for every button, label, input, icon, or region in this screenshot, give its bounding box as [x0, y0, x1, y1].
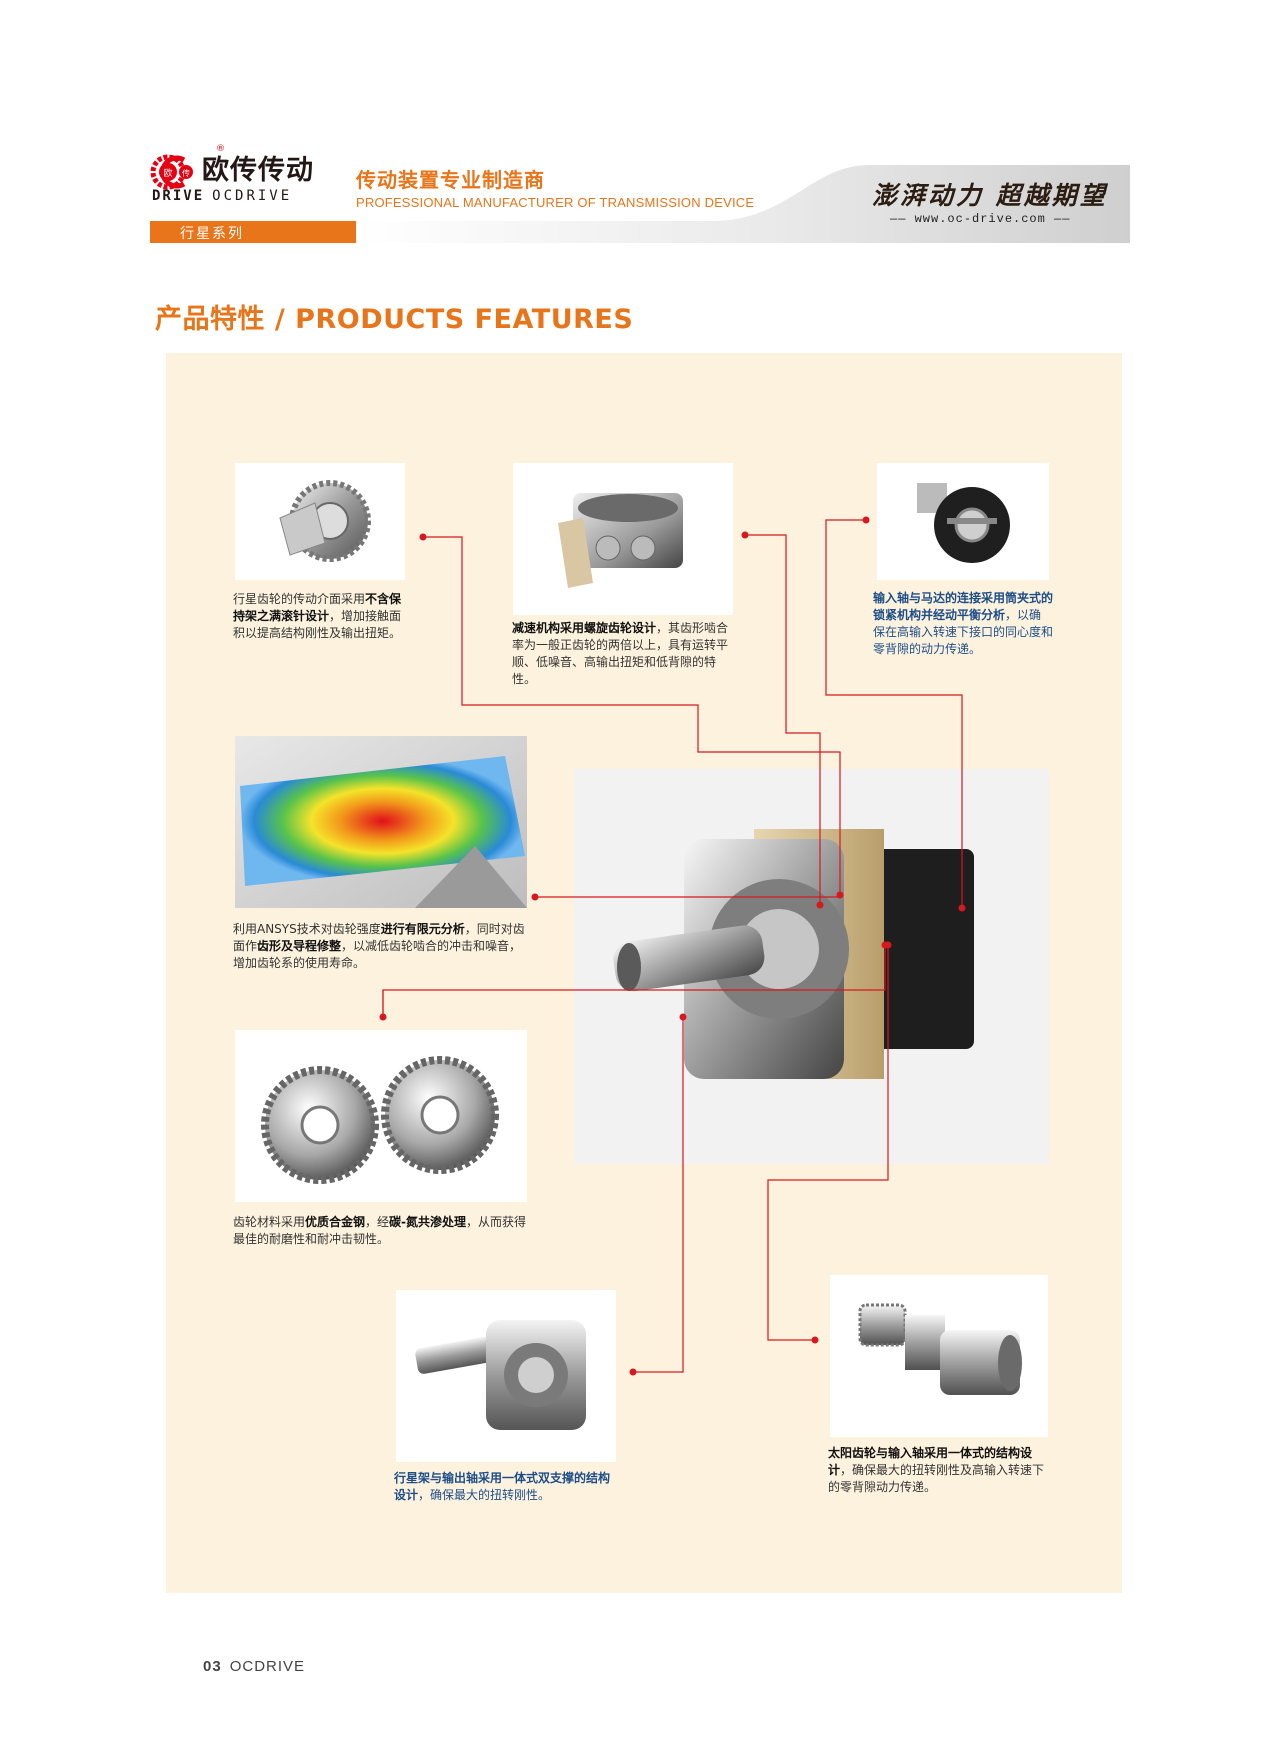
photo-carrier-output-shaft: [396, 1290, 616, 1462]
photo-alloy-gears: [235, 1030, 527, 1202]
footer-brand: OCDRIVE: [229, 1658, 306, 1675]
leader-dot: [629, 1368, 637, 1376]
photo-main-gearbox: [574, 769, 1049, 1164]
leader-dot: [419, 533, 427, 541]
tagline-en: PROFESSIONAL MANUFACTURER OF TRANSMISSIO…: [356, 195, 755, 210]
leader-dot: [531, 893, 539, 901]
cap4-p4: ，以减低齿轮啮合的冲击和噪音，增加齿轮系的使用寿命。: [233, 939, 522, 970]
cap3-p1: ，以确保在高输入转速下接口的同心度和零背隙的动力传递。: [873, 608, 1054, 656]
brand-en-drive: DRIVE: [152, 188, 205, 204]
cap5-p3: 碳-氮共渗处理: [389, 1215, 467, 1229]
page-number: 03: [203, 1658, 222, 1675]
cap1-p0: 行星齿轮的传动介面采用: [233, 592, 366, 606]
cap2-p0: 减速机构采用螺旋齿轮设计: [512, 621, 657, 635]
cap1-p1: 不含保持架之满滚针设计: [233, 592, 402, 623]
leader-dot: [836, 891, 844, 899]
series-tab: [150, 221, 356, 243]
photo-ansys-contour: [235, 736, 527, 908]
leader-dot: [811, 1336, 819, 1344]
leader-dot: [679, 1013, 687, 1021]
website: —— www.oc-drive.com ——: [890, 212, 1071, 226]
caption-needle-roller: 行星齿轮的传动介面采用不含保持架之满滚针设计，增加接触面积以提高结构刚性及输出扭…: [233, 591, 413, 642]
caption-helical-gear: 减速机构采用螺旋齿轮设计，其齿形啮合率为一般正齿轮的两倍以上，具有运转平顺、低噪…: [512, 620, 734, 688]
header-band: [150, 165, 1130, 243]
photo-needle-roller-gear: [235, 463, 405, 580]
cap7-p0: 太阳齿轮与输入轴采用一体式的结构设计: [828, 1446, 1033, 1477]
photo-clamp-coupling: [877, 463, 1049, 580]
cap5-p2: ，经: [365, 1215, 390, 1229]
leader-dot: [958, 904, 966, 912]
section-title: 产品特性 / PRODUCTS FEATURES: [155, 304, 634, 335]
caption-carrier: 行星架与输出轴采用一体式双支撑的结构设计，确保最大的扭转刚性。: [394, 1470, 619, 1504]
leader-dot: [816, 901, 824, 909]
leader-dot: [379, 1013, 387, 1021]
svg-text:欧: 欧: [163, 167, 172, 179]
cap4-p1: 进行有限元分析: [380, 922, 465, 936]
caption-ansys: 利用ANSYS技术对齿轮强度进行有限元分析，同时对齿面作齿形及导程修整，以减低齿…: [233, 921, 533, 972]
caption-clamp-coupling: 输入轴与马达的连接采用筒夹式的锁紧机构并经动平衡分析，以确保在高输入转速下接口的…: [873, 590, 1053, 658]
gear-logo-icon: 欧 传: [150, 154, 193, 190]
cap3-p0: 输入轴与马达的连接采用筒夹式的锁紧机构并经动平衡分析: [873, 591, 1054, 622]
leader-dot: [884, 941, 892, 949]
registered-mark: ®: [216, 144, 225, 154]
cap6-p0: 行星架与输出轴采用一体式双支撑的结构设计: [394, 1471, 611, 1502]
cap6-p1: ，确保最大的扭转刚性。: [418, 1488, 551, 1502]
cap5-p0: 齿轮材料采用: [233, 1215, 306, 1229]
photo-helical-gear-housing: [513, 463, 733, 615]
brand-logo: 欧 传 欧传传动 ® DRIVE OCDRIVE: [150, 144, 340, 210]
brand-name-cn: 欧传传动: [202, 155, 314, 186]
leader-dot: [862, 516, 870, 524]
cap5-p1: 优质合金钢: [305, 1215, 366, 1229]
cap7-p1: ，确保最大的扭转刚性及高输入转速下的零背隙动力传递。: [828, 1463, 1045, 1494]
cap2-p1: ，其齿形啮合率为一般正齿轮的两倍以上，具有运转平顺、低噪音、高输出扭矩和低背隙的…: [512, 621, 729, 686]
page-footer: 03 OCDRIVE: [203, 1658, 305, 1675]
photo-sun-gear-input: [830, 1275, 1048, 1437]
tagline-cn: 传动装置专业制造商: [356, 168, 545, 192]
cap5-p4: ，从而获得最佳的耐磨性和耐冲击韧性。: [233, 1215, 527, 1246]
caption-sun-gear: 太阳齿轮与输入轴采用一体式的结构设计，确保最大的扭转刚性及高输入转速下的零背隙动…: [828, 1445, 1053, 1496]
leader-dot: [741, 531, 749, 539]
cap1-p2: ，增加接触面积以提高结构刚性及输出扭矩。: [233, 609, 402, 640]
cap4-p2: ，同时对齿面作: [233, 922, 525, 953]
caption-alloy-steel: 齿轮材料采用优质合金钢，经碳-氮共渗处理，从而获得最佳的耐磨性和耐冲击韧性。: [233, 1214, 533, 1248]
cap4-p3: 齿形及导程修整: [257, 939, 342, 953]
website-url: www.oc-drive.com: [914, 212, 1046, 226]
brand-name-en: DRIVE OCDRIVE: [152, 188, 292, 204]
series-label: 行星系列: [180, 226, 244, 242]
cap4-p0: 利用ANSYS技术对齿轮强度: [233, 922, 381, 936]
svg-text:传: 传: [182, 168, 190, 178]
slogan: 澎湃动力 超越期望: [872, 181, 1108, 210]
brand-en-ocdrive: OCDRIVE: [212, 188, 293, 204]
